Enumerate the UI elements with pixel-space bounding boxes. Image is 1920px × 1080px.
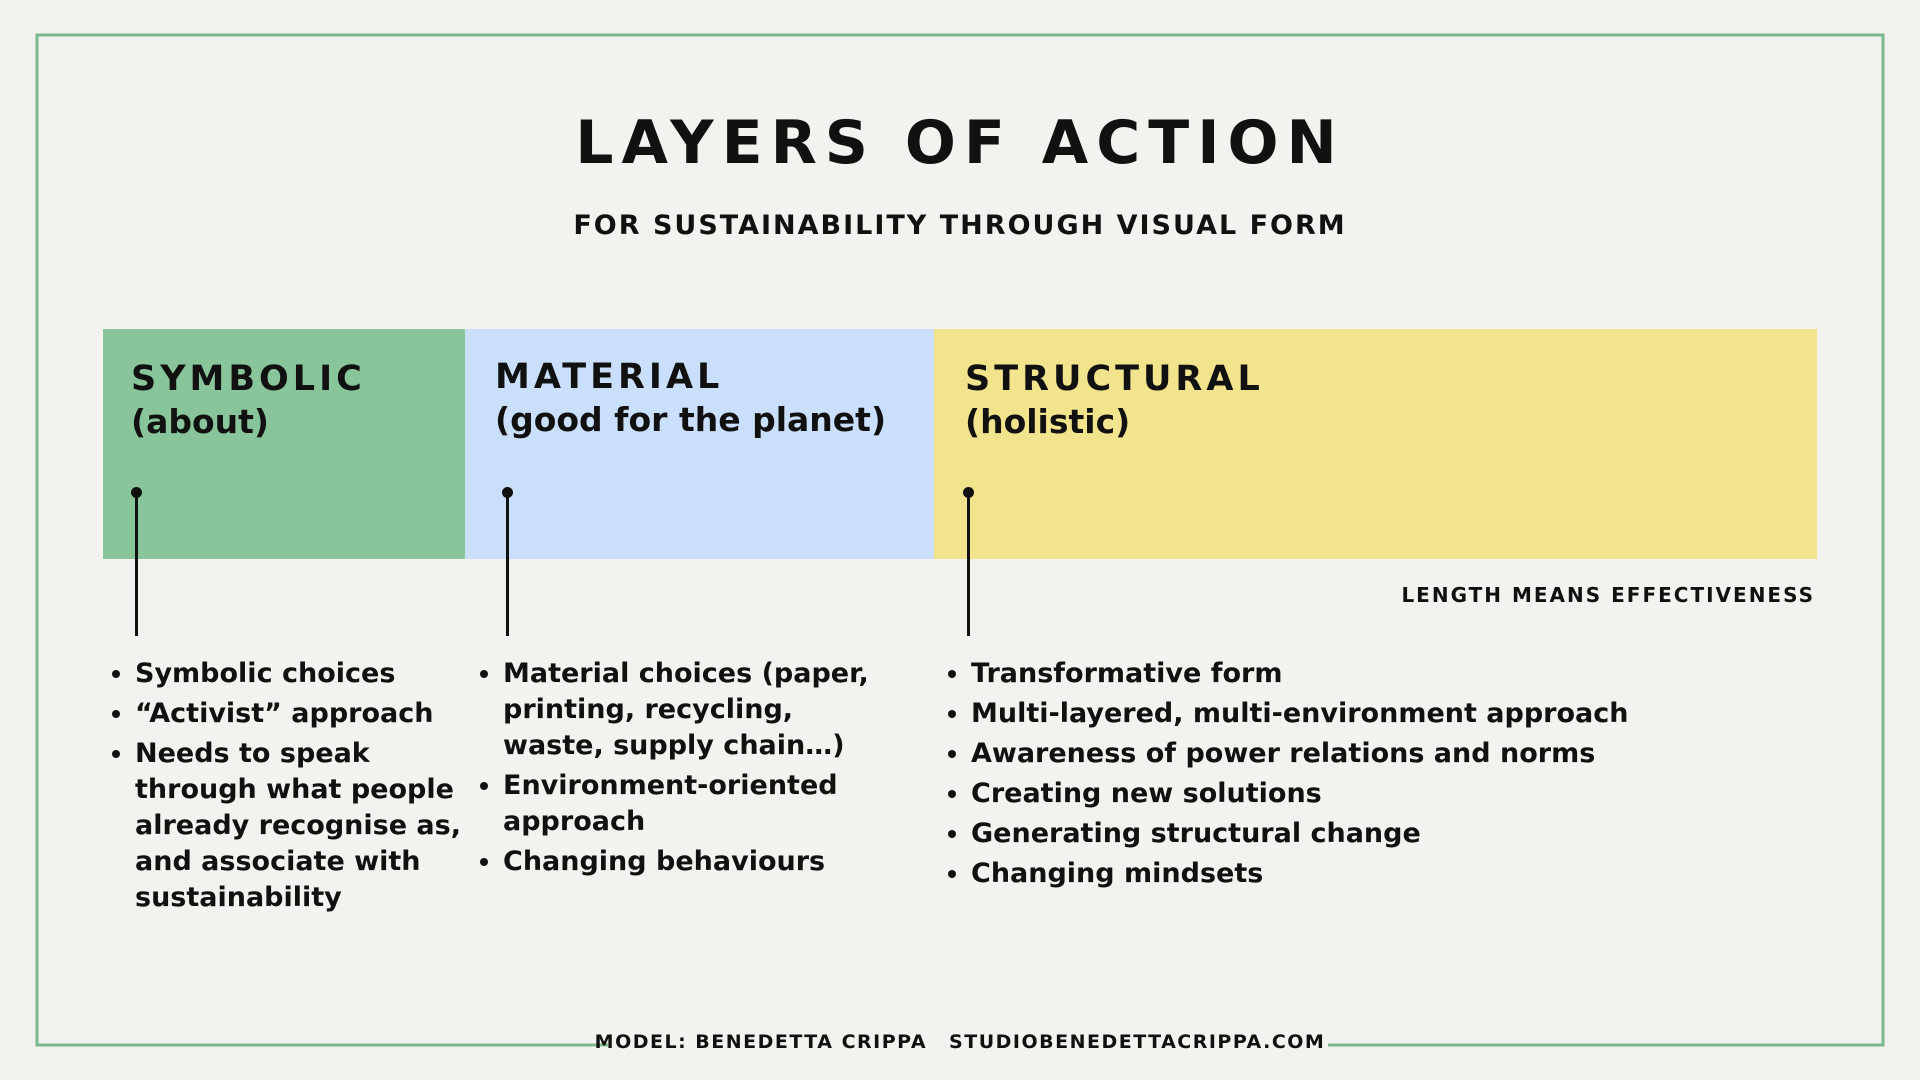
layer-name-material: MATERIAL — [495, 357, 724, 397]
footer-website[interactable]: STUDIOBENEDETTACRIPPA.COM — [949, 1031, 1326, 1053]
list-item: Environment-oriented approach — [503, 768, 903, 840]
frame-border-line — [35, 33, 1885, 1047]
list-item: Transformative form — [971, 656, 1731, 692]
list-item: Changing mindsets — [971, 856, 1731, 892]
layer-block-structural: STRUCTURAL (holistic) — [934, 329, 1817, 559]
layer-block-material: MATERIAL (good for the planet) — [465, 329, 934, 559]
list-item: Generating structural change — [971, 816, 1731, 852]
length-note: LENGTH MEANS EFFECTIVENESS — [1401, 583, 1815, 607]
list-item: Changing behaviours — [503, 844, 903, 880]
layer-name-structural: STRUCTURAL — [965, 359, 1264, 399]
footer: MODEL: BENEDETTA CRIPPA STUDIOBENEDETTACR… — [0, 1031, 1920, 1053]
list-item: Symbolic choices — [135, 656, 465, 692]
list-item: Awareness of power relations and norms — [971, 736, 1731, 772]
bullet-list-structural: Transformative form Multi-layered, multi… — [943, 656, 1731, 896]
layer-name-symbolic: SYMBOLIC — [131, 359, 366, 399]
list-item: Multi-layered, multi-environment approac… — [971, 696, 1731, 732]
bullet-list-material: Material choices (paper, printing, recyc… — [475, 656, 903, 884]
layer-description-structural: (holistic) — [965, 402, 1131, 441]
layer-description-material: (good for the planet) — [495, 400, 887, 439]
pin-line-structural — [966, 492, 970, 636]
bullet-list-symbolic: Symbolic choices “Activist” approach Nee… — [107, 656, 465, 920]
page-title: LAYERS OF ACTION — [575, 108, 1345, 178]
layer-block-symbolic: SYMBOLIC (about) — [103, 329, 465, 559]
list-item: Needs to speak through what people alrea… — [135, 736, 465, 916]
layer-description-symbolic: (about) — [131, 402, 269, 441]
list-item: Creating new solutions — [971, 776, 1731, 812]
pin-line-symbolic — [134, 492, 138, 636]
pin-line-material — [505, 492, 509, 636]
list-item: Material choices (paper, printing, recyc… — [503, 656, 903, 764]
list-item: “Activist” approach — [135, 696, 465, 732]
page-subtitle: FOR SUSTAINABILITY THROUGH VISUAL FORM — [573, 210, 1347, 241]
footer-credit: MODEL: BENEDETTA CRIPPA — [594, 1031, 928, 1053]
